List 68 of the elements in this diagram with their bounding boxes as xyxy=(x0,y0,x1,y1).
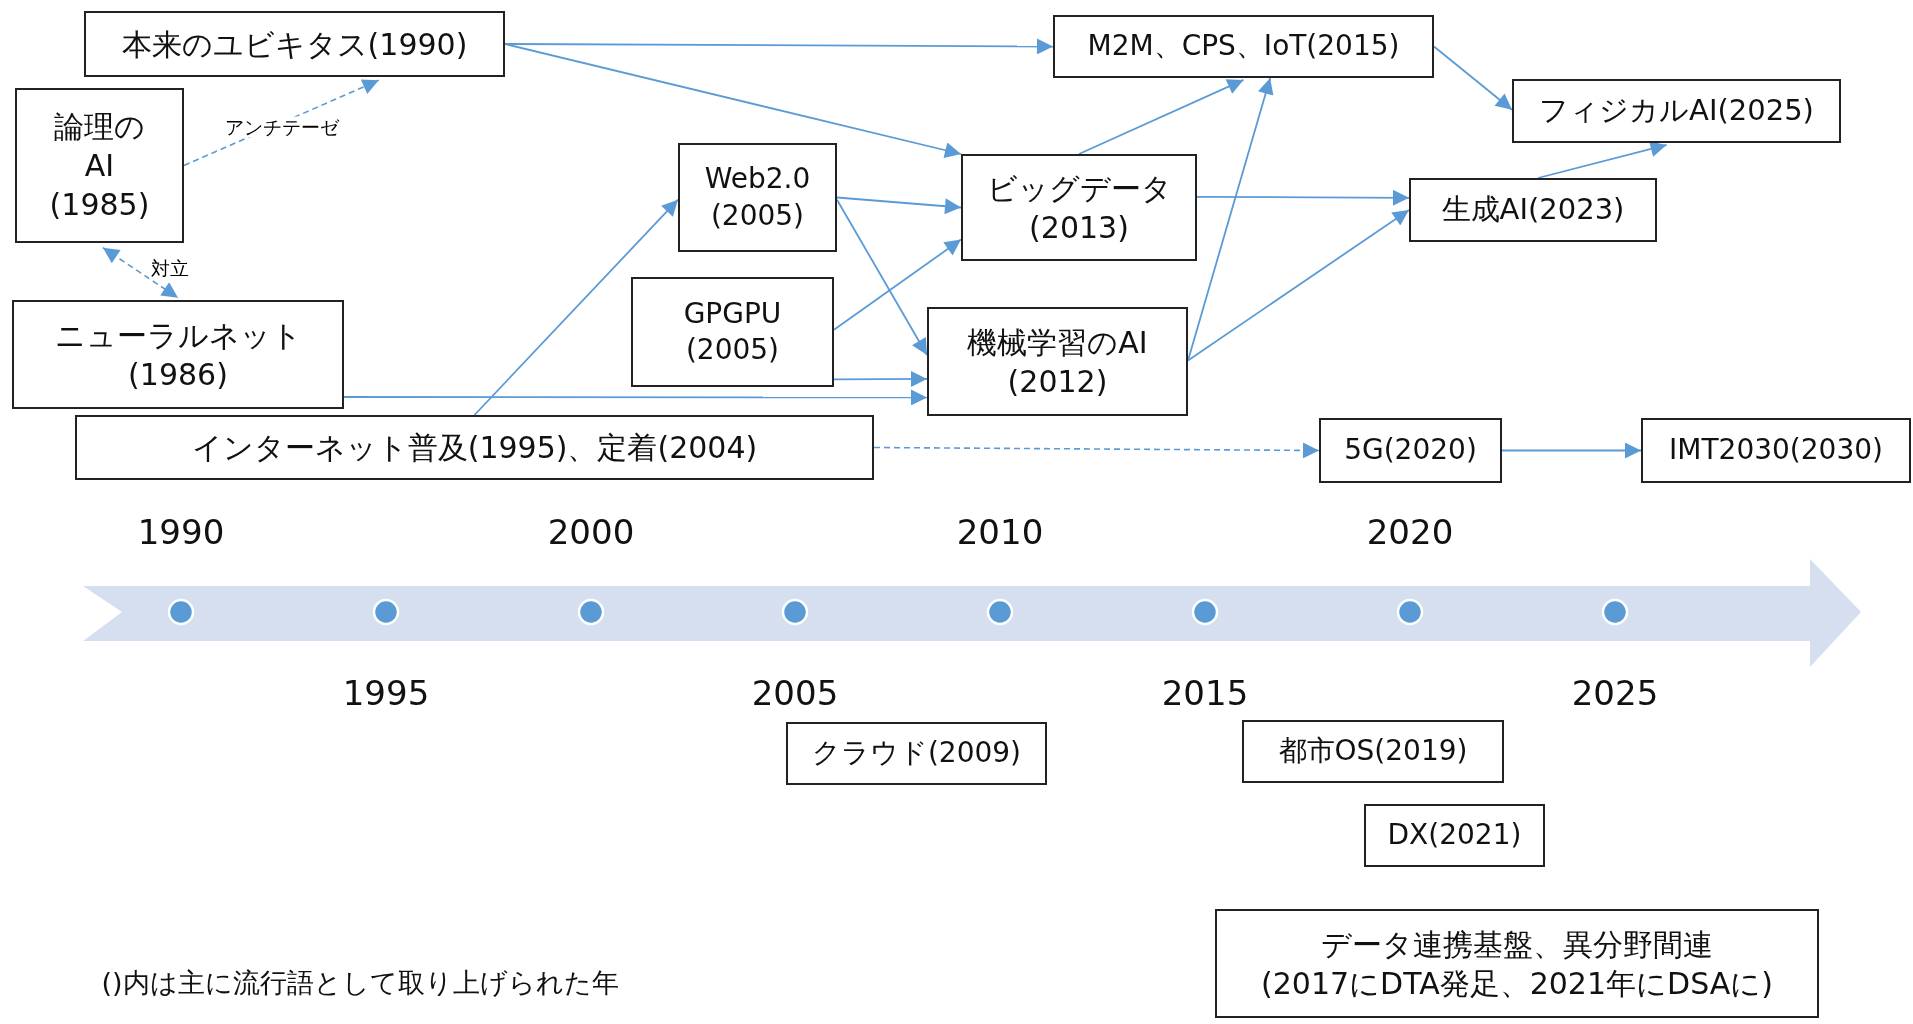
arrow xyxy=(836,198,928,356)
year-label: 2010 xyxy=(956,512,1044,552)
arrow xyxy=(504,38,1054,55)
node-text: 機械学習のAI xyxy=(967,323,1148,362)
text-box xyxy=(927,307,1188,416)
text-box xyxy=(631,277,834,387)
year-label: 1995 xyxy=(342,673,430,713)
node-text: (2013) xyxy=(1029,208,1129,247)
node-text: IMT2030(2030) xyxy=(1669,432,1883,469)
node-text: インターネット普及(1995)、定着(2004) xyxy=(191,429,758,467)
arrow xyxy=(833,371,928,387)
arrow xyxy=(1196,189,1410,206)
dashed-arrow xyxy=(873,442,1320,459)
node-text: M2M、CPS、IoT(2015) xyxy=(1087,28,1400,65)
text-box xyxy=(678,143,837,252)
node-text: (2012) xyxy=(1007,362,1108,401)
node-text: (2017にDTA発足、2021年にDSAに) xyxy=(1261,964,1773,1003)
node-text: (1985) xyxy=(49,186,150,224)
node-text: データ連携基盤、異分野間連 xyxy=(1321,925,1713,964)
text-box xyxy=(1409,178,1657,242)
text-box xyxy=(1319,418,1502,483)
year-label: 2000 xyxy=(547,512,635,552)
node-text: (2005) xyxy=(710,197,805,234)
node-text: (2005) xyxy=(685,332,780,368)
text-box xyxy=(84,11,505,77)
text-box xyxy=(1641,418,1911,483)
arrow xyxy=(1433,45,1513,111)
node-text: 5G(2020) xyxy=(1344,432,1477,469)
node-text: (1986) xyxy=(128,355,228,394)
text-box xyxy=(15,88,184,243)
text-box xyxy=(1364,804,1545,867)
node-text: ビッグデータ xyxy=(986,169,1172,208)
node-text: フィジカルAI(2025) xyxy=(1539,92,1814,130)
text-box xyxy=(12,300,344,409)
year-label: 2005 xyxy=(751,673,839,713)
node-text: 都市OS(2019) xyxy=(1278,733,1468,770)
text-box xyxy=(961,154,1197,261)
node-text: ニューラルネット xyxy=(54,316,302,355)
edge-label: 対立 xyxy=(149,257,191,279)
node-text: Web2.0 xyxy=(704,161,811,198)
arrow xyxy=(1187,209,1410,362)
node-text: DX(2021) xyxy=(1387,817,1522,854)
year-label: 1990 xyxy=(137,512,225,552)
note-text: ()内は主に流行語として取り上げられた年 xyxy=(101,966,619,1000)
node-text: 本来のユビキタス(1990) xyxy=(121,25,468,64)
node-text: 生成AI(2023) xyxy=(1441,191,1625,229)
text-box xyxy=(1512,79,1841,143)
arrow xyxy=(1537,141,1668,179)
arrow xyxy=(1501,442,1642,459)
arrow xyxy=(504,43,962,158)
node-text: 論理のAI xyxy=(53,108,146,185)
year-label: 2015 xyxy=(1161,673,1249,713)
text-box xyxy=(786,722,1047,785)
year-label: 2025 xyxy=(1571,673,1659,713)
text-box xyxy=(1215,909,1819,1018)
arrow xyxy=(343,389,928,406)
node-text: GPGPU xyxy=(683,295,782,332)
dashed-arrow xyxy=(102,246,179,299)
text-box xyxy=(1053,15,1434,78)
node-text: クラウド(2009) xyxy=(811,735,1022,772)
arrow xyxy=(473,198,679,416)
year-label: 2020 xyxy=(1366,512,1454,552)
text-box xyxy=(1242,720,1504,783)
edge-label: アンチテーゼ xyxy=(223,116,341,138)
arrow xyxy=(836,196,962,215)
text-box xyxy=(75,415,874,480)
arrow xyxy=(833,238,962,331)
arrow xyxy=(1078,79,1245,155)
